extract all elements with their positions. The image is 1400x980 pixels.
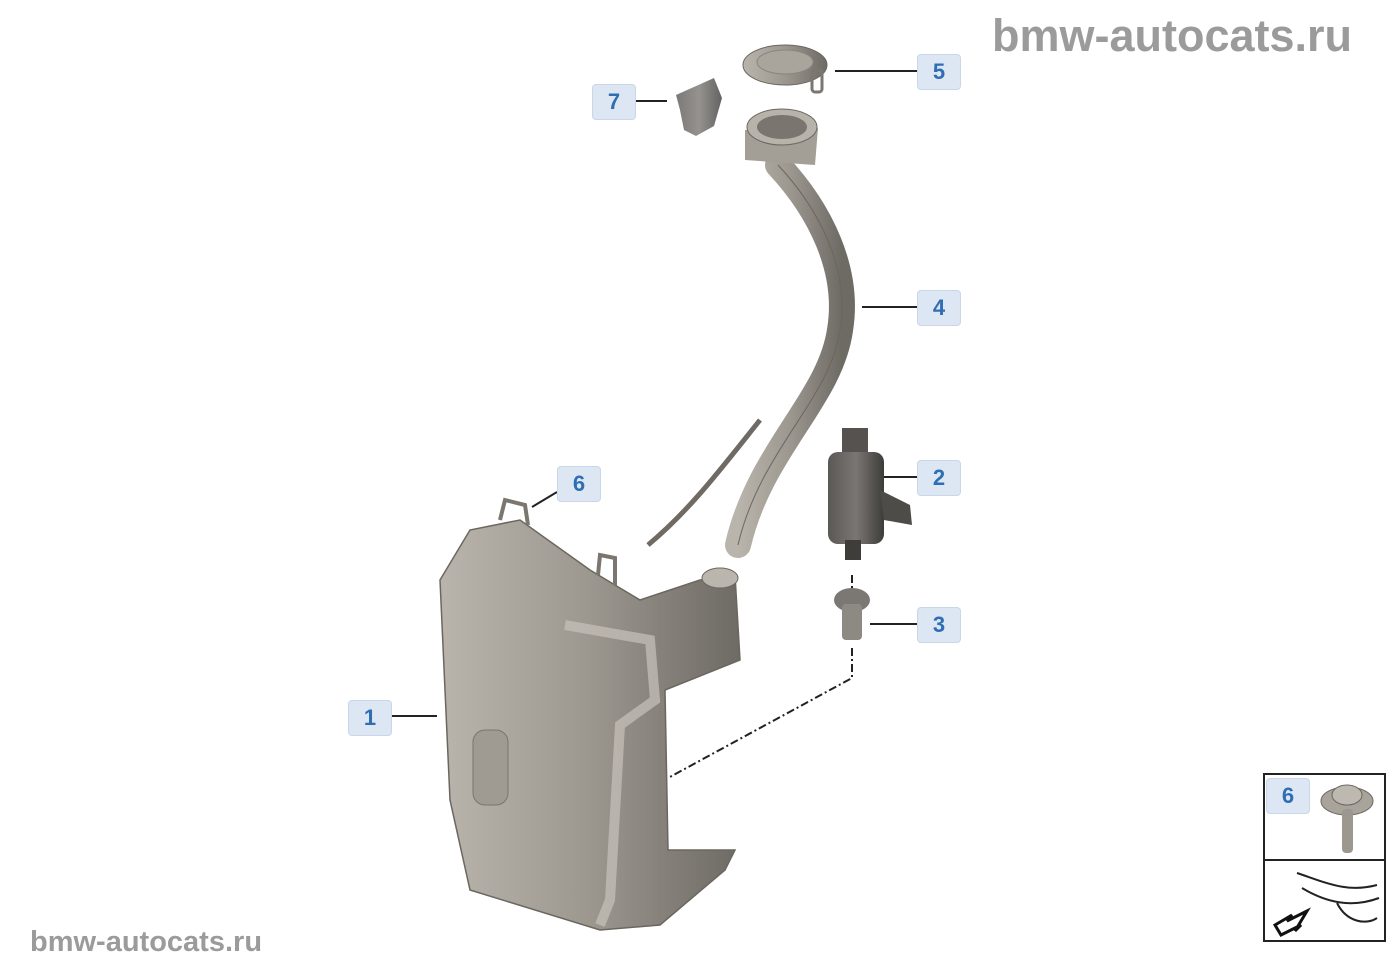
callout-2[interactable]: 2 xyxy=(917,460,961,496)
filler-cap-part xyxy=(742,44,828,94)
callout-7[interactable]: 7 xyxy=(592,84,636,120)
callout-6[interactable]: 6 xyxy=(557,466,601,502)
callout-3[interactable]: 3 xyxy=(917,607,961,643)
watermark-bottom: bmw-autocats.ru xyxy=(30,926,263,958)
screw-icon xyxy=(1320,784,1374,853)
filler-pipe-part xyxy=(646,108,855,558)
vehicle-front-arrow-icon xyxy=(1272,872,1380,937)
inset-divider xyxy=(1265,859,1384,861)
watermark-top: bmw-autocats.ru xyxy=(992,10,1353,61)
callout-5[interactable]: 5 xyxy=(917,54,961,90)
callout-1[interactable]: 1 xyxy=(348,700,392,736)
screw-inset-panel: 6 xyxy=(1263,773,1386,942)
callout-4[interactable]: 4 xyxy=(917,290,961,326)
inset-callout-6[interactable]: 6 xyxy=(1266,778,1310,814)
reservoir-part xyxy=(439,497,741,931)
clip-part xyxy=(676,78,722,136)
washer-pump-part xyxy=(828,428,912,560)
grommet-part xyxy=(834,588,870,640)
